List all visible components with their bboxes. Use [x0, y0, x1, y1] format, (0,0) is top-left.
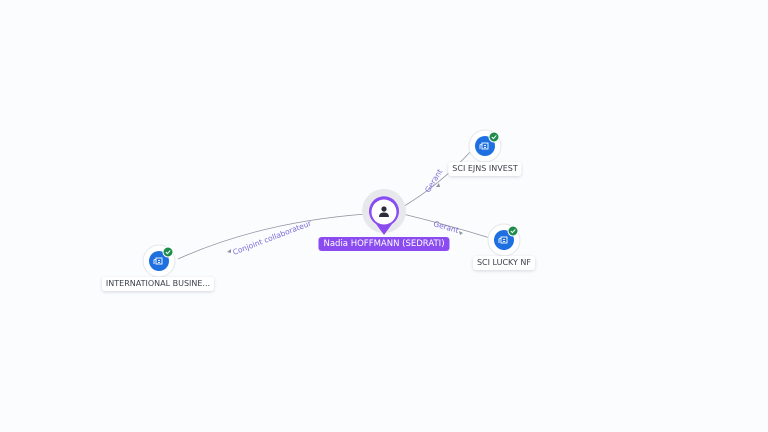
- company-node-sci-ejns-invest[interactable]: [468, 129, 502, 163]
- edge-label-international-business: Conjoint collaborateur: [231, 218, 313, 257]
- check-icon: [488, 131, 500, 143]
- edge-label-sci-lucky-nf: Gerant: [432, 219, 459, 235]
- company-label-sci-lucky-nf[interactable]: SCI LUCKY NF: [472, 256, 536, 270]
- building-icon: [498, 236, 508, 244]
- person-label[interactable]: Nadia HOFFMANN (SEDRATI): [318, 237, 450, 251]
- building-icon: [479, 142, 489, 150]
- person-icon: [379, 206, 389, 217]
- company-node-sci-lucky-nf[interactable]: [487, 223, 521, 257]
- person-node[interactable]: [362, 189, 406, 235]
- edge-to-sci-lucky-nf[interactable]: [402, 213, 491, 239]
- check-icon: [507, 225, 519, 237]
- company-node-international-business[interactable]: [142, 244, 176, 278]
- check-icon: [162, 246, 174, 258]
- building-icon: [153, 257, 163, 265]
- edges: [177, 149, 491, 260]
- company-label-sci-ejns-invest[interactable]: SCI EJNS INVEST: [448, 162, 522, 176]
- edge-arrow: [436, 183, 440, 187]
- edge-to-sci-ejns-invest[interactable]: [400, 149, 473, 209]
- edge-label-sci-ejns-invest: Gerant: [423, 167, 444, 194]
- edge-to-international-business[interactable]: [177, 213, 367, 260]
- edge-arrow: [227, 249, 231, 253]
- edge-arrow: [459, 231, 463, 235]
- company-label-international-business[interactable]: INTERNATIONAL BUSINE...: [101, 277, 215, 291]
